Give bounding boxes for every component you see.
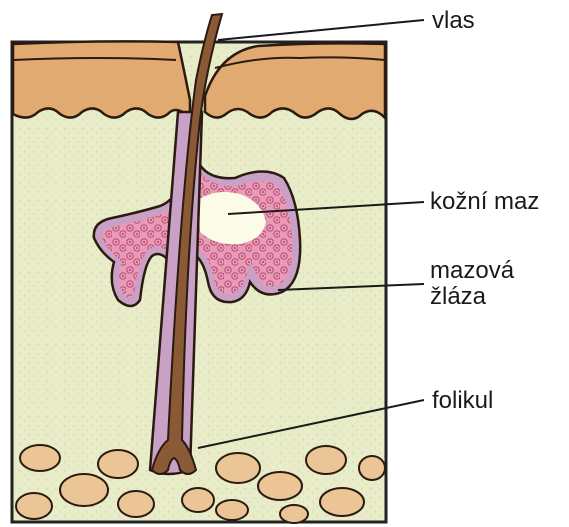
- label-gland-line1: mazová: [430, 258, 514, 284]
- label-follicle: folikul: [432, 388, 493, 414]
- label-hair: vlas: [432, 8, 475, 34]
- label-sebaceous-gland: mazová žláza: [430, 258, 514, 310]
- leader-line-hair: [218, 20, 424, 40]
- epidermis-left: [13, 41, 190, 118]
- label-gland-line2: žláza: [430, 284, 514, 310]
- label-sebum: kožní maz: [430, 189, 539, 215]
